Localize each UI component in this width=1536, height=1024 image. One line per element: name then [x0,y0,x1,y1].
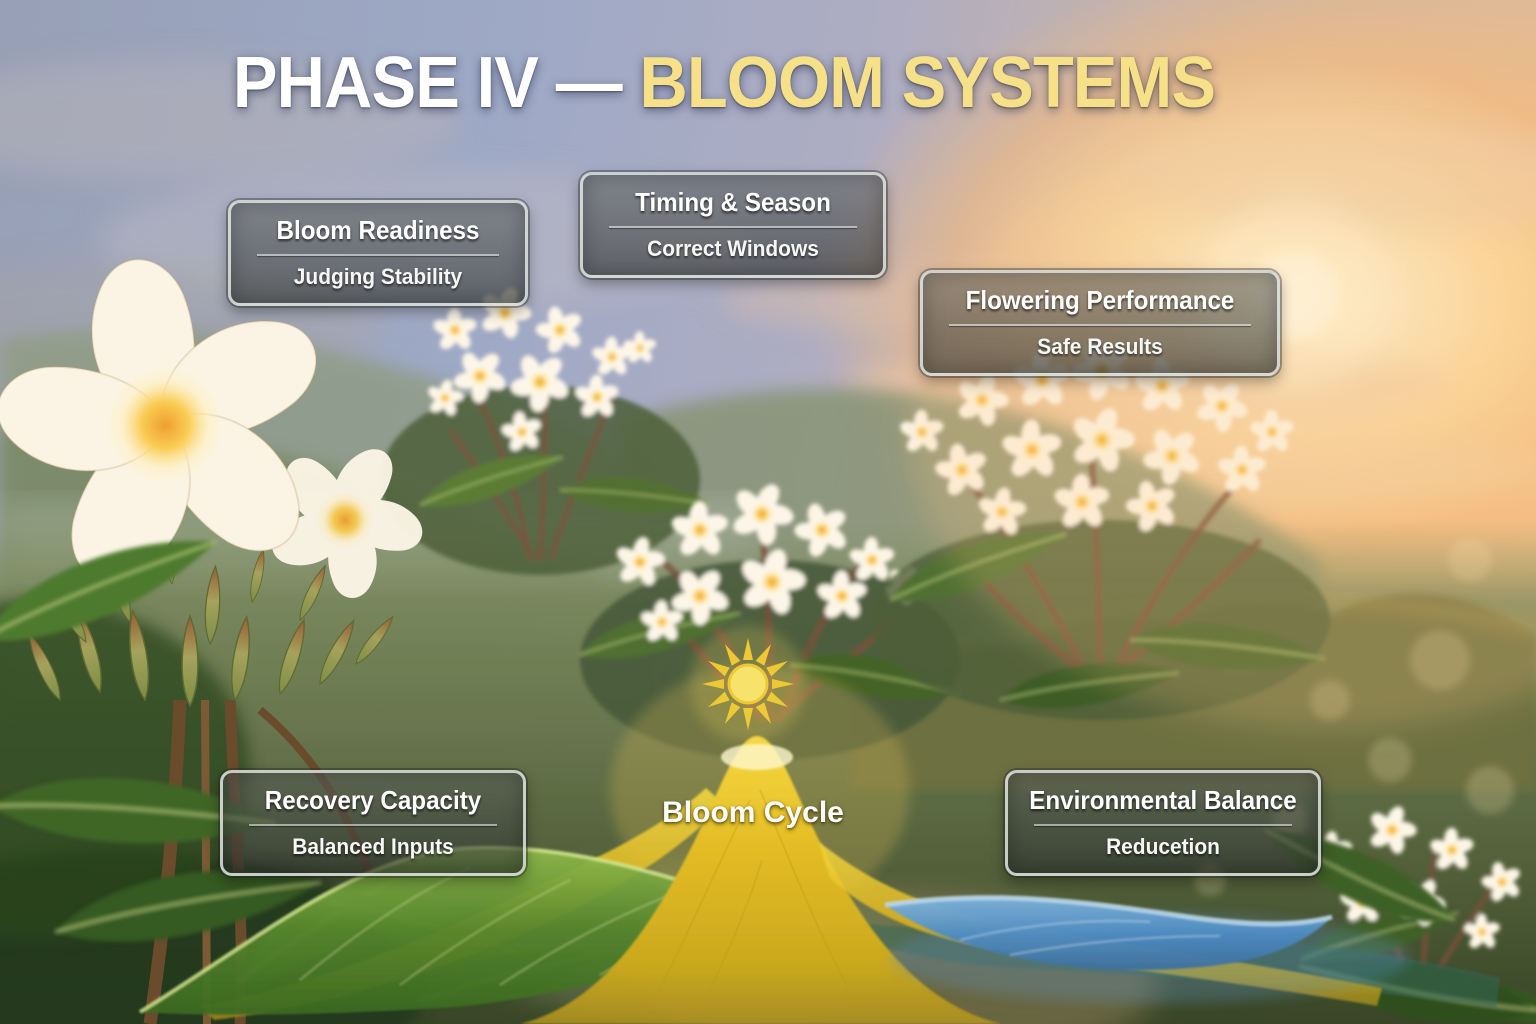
card-flowering-performance: Flowering Performance Safe Results [920,270,1280,376]
card-bloom-readiness: Bloom Readiness Judging Stability [228,200,528,306]
card-divider [1034,824,1292,826]
card-divider [949,324,1251,326]
bloom-cycle-label: Bloom Cycle [662,796,844,829]
blue-wave [884,895,1410,1003]
card-subtitle: Reducetion [1106,834,1220,859]
card-recovery-capacity: Recovery Capacity Balanced Inputs [220,770,526,876]
card-title: Bloom Readiness [276,215,480,245]
card-title: Flowering Performance [965,285,1235,315]
card-subtitle: Balanced Inputs [292,834,454,859]
flower-cluster-left [380,278,714,575]
page-title-accent: BLOOM SYSTEMS [639,43,1216,123]
card-subtitle: Judging Stability [293,264,463,289]
card-divider [609,226,857,228]
card-title: Environmental Balance [1029,785,1297,815]
card-subtitle: Correct Windows [647,236,819,261]
card-title: Timing & Season [635,187,831,217]
sun-icon [690,626,806,742]
page-title-prefix: PHASE IV — [232,43,640,123]
page-title: PHASE IV — BLOOM SYSTEMS [10,42,1438,124]
card-divider [249,824,497,826]
card-divider [257,254,499,256]
card-title: Recovery Capacity [264,785,482,815]
card-timing-season: Timing & Season Correct Windows [580,172,886,278]
card-environmental-balance: Environmental Balance Reducetion [1005,770,1321,876]
card-subtitle: Safe Results [1037,334,1163,359]
